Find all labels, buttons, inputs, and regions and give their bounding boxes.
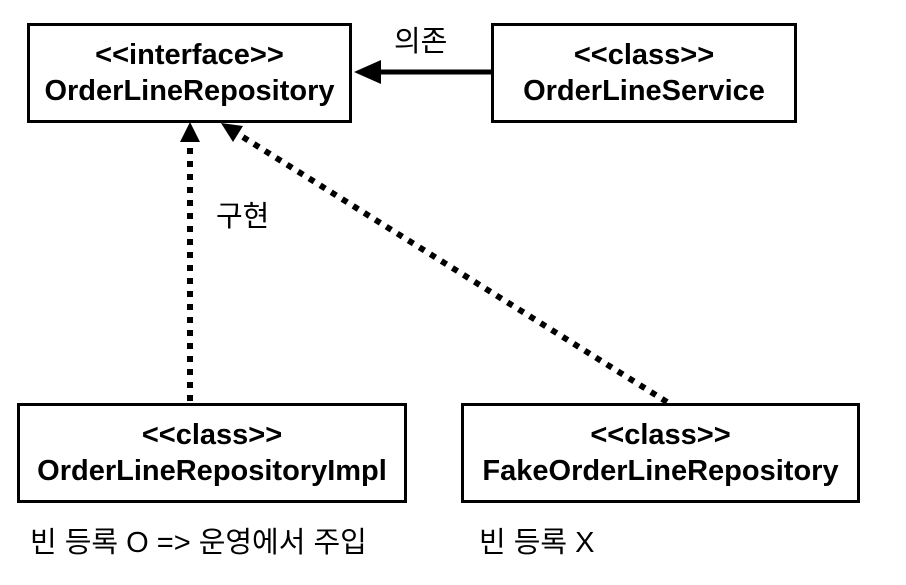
node-fake-order-line-repository: <<class>> FakeOrderLineRepository [461,403,860,503]
fake-implements-arrowhead-icon [221,123,243,142]
fake-bean-note: 빈 등록 X [479,527,595,559]
node-title: OrderLineRepositoryImpl [37,455,387,487]
fake-implements-arrow-line [236,131,669,405]
node-title: OrderLineRepository [44,75,335,107]
dependency-arrowhead-icon [354,60,381,84]
node-title: FakeOrderLineRepository [482,455,839,487]
dependency-edge-label: 의존 [394,26,448,58]
node-order-line-repository: <<interface>> OrderLineRepository [27,23,352,123]
node-stereotype: <<interface>> [95,39,284,71]
implements-edge-label: 구현 [216,201,270,233]
node-title: OrderLineService [523,75,765,107]
node-order-line-repository-impl: <<class>> OrderLineRepositoryImpl [17,403,407,503]
impl-bean-note: 빈 등록 O => 운영에서 주입 [30,527,367,559]
node-order-line-service: <<class>> OrderLineService [491,23,797,123]
node-stereotype: <<class>> [590,419,731,451]
node-stereotype: <<class>> [141,419,283,451]
node-stereotype: <<class>> [573,39,715,71]
implements-arrowhead-icon [180,122,200,142]
